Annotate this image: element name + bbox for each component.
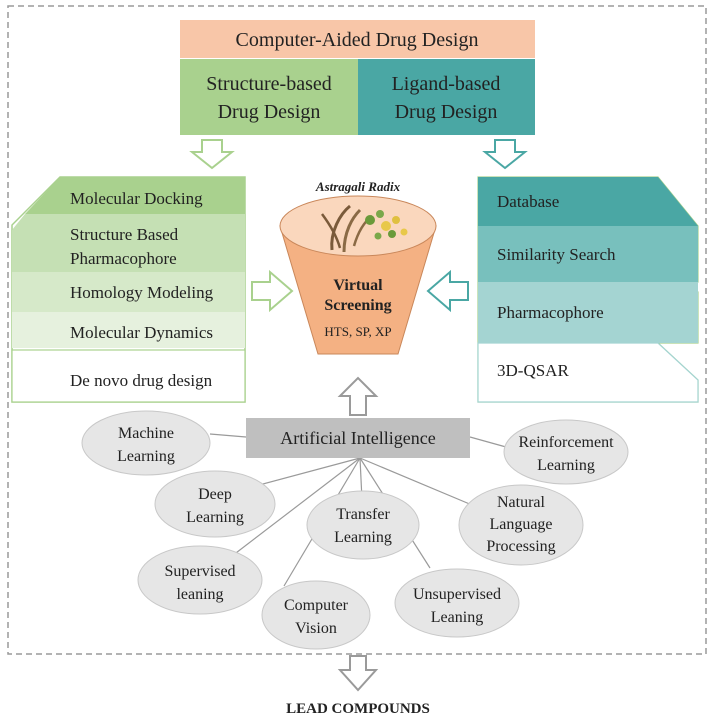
branch-machine-learning: Machine Learning	[81, 410, 211, 476]
branch-label: Deep	[198, 486, 232, 503]
branch-unsupervised-learning: Unsupervised Leaning	[394, 568, 520, 638]
left-arrow-icon	[426, 269, 469, 313]
method-label-sbp-2: Pharmacophore	[70, 249, 177, 268]
ai-box	[246, 418, 470, 458]
funnel-rim	[279, 195, 437, 257]
method-band-homology	[12, 272, 245, 312]
branch-transfer-learning: Transfer Learning	[306, 490, 420, 560]
down-arrow-output-icon	[337, 655, 379, 692]
branch-label: leaning	[176, 586, 223, 603]
branch-natural-language-processing: Natural Language Processing	[458, 484, 584, 566]
branch-label: Learning	[334, 529, 392, 546]
branch-label: Leaning	[431, 609, 483, 626]
screening-subtitle: HTS, SP, XP	[324, 324, 391, 339]
method-label-denovo: De novo drug design	[70, 371, 213, 390]
dashed-frame	[7, 5, 707, 655]
ligand-label-database: Database	[497, 192, 559, 211]
branch-label: Learning	[117, 448, 175, 465]
down-arrow-structure-icon	[189, 139, 235, 170]
branch-label: Supervised	[164, 563, 235, 580]
method-band-dynamics	[12, 312, 245, 348]
structure-based-line-2: Drug Design	[218, 101, 321, 123]
herb-label: Astragali Radix	[315, 179, 401, 194]
title-box	[180, 20, 535, 58]
method-band-docking	[25, 177, 245, 214]
structure-based-line-1: Structure-based	[206, 73, 332, 95]
screening-title-2: Screening	[324, 297, 391, 314]
method-label-dynamics: Molecular Dynamics	[70, 323, 213, 342]
ligand-based-line-1: Ligand-based	[392, 73, 501, 95]
structure-based-box	[180, 59, 358, 135]
branch-reinforcement-learning: Reinforcement Learning	[503, 419, 629, 485]
ligand-band-pharmacophore	[478, 282, 698, 343]
screening-title-1: Virtual	[333, 277, 383, 294]
method-band-denovo	[11, 349, 246, 403]
branch-label: Language	[489, 516, 552, 533]
branch-label: Unsupervised	[413, 586, 501, 603]
branch-label: Natural	[497, 494, 546, 511]
branch-label: Learning	[186, 509, 244, 526]
lead-compounds-label: LEAD COMPOUNDS	[286, 701, 430, 717]
branch-label: Computer	[284, 597, 349, 614]
branch-deep-learning: Deep Learning	[154, 470, 276, 538]
ligand-based-line-2: Drug Design	[395, 101, 498, 123]
ligand-band-qsar	[477, 342, 699, 403]
branch-label: Transfer	[336, 506, 390, 523]
ligand-label-qsar: 3D-QSAR	[497, 361, 569, 380]
method-label-docking: Molecular Docking	[70, 189, 203, 208]
branch-label: Reinforcement	[518, 434, 614, 451]
down-arrow-ligand-icon	[482, 139, 528, 170]
right-arrow-icon	[251, 269, 294, 313]
branch-label: Vision	[295, 620, 337, 637]
method-band-pharmacophore	[12, 214, 245, 272]
method-label-homology: Homology Modeling	[70, 283, 214, 302]
branch-computer-vision: Computer Vision	[261, 580, 371, 650]
title-text: Computer-Aided Drug Design	[236, 29, 479, 51]
ligand-label-pharmacophore: Pharmacophore	[497, 303, 604, 322]
ligand-based-box	[358, 59, 535, 135]
branch-label: Processing	[486, 538, 555, 555]
branch-label: Learning	[537, 457, 595, 474]
up-arrow-icon	[337, 376, 379, 416]
herb-icon	[320, 204, 408, 253]
ligand-band-similarity	[478, 226, 698, 290]
ai-label: Artificial Intelligence	[280, 428, 435, 448]
ligand-label-similarity: Similarity Search	[497, 245, 616, 264]
method-label-sbp-1: Structure Based	[70, 225, 179, 244]
branch-label: Machine	[118, 425, 174, 442]
branch-supervised-learning: Supervised leaning	[137, 545, 263, 615]
